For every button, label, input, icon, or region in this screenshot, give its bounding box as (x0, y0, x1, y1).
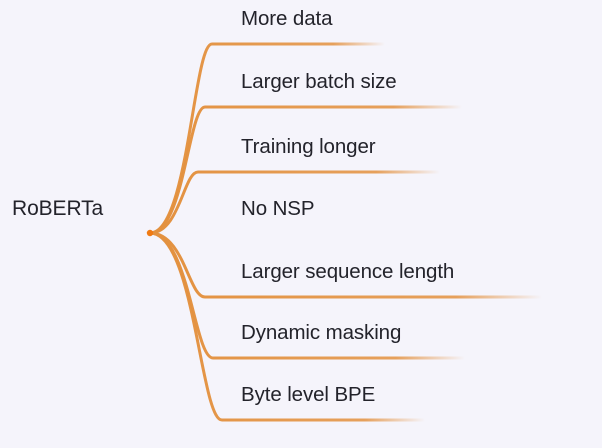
edge-to-byte-level-bpe (148, 231, 427, 422)
branch-node-training-longer[interactable]: Training longer (241, 135, 376, 158)
branch-node-byte-level-bpe[interactable]: Byte level BPE (241, 383, 376, 406)
branch-node-larger-sequence-length[interactable]: Larger sequence length (241, 260, 455, 283)
branch-node-more-data[interactable]: More data (241, 7, 333, 30)
branch-node-no-nsp[interactable]: No NSP (241, 197, 315, 220)
root-node-roberta[interactable]: RoBERTa (12, 197, 104, 220)
edge-to-training-longer (148, 170, 442, 235)
branch-node-dynamic-masking[interactable]: Dynamic masking (241, 321, 402, 344)
branch-node-larger-batch-size[interactable]: Larger batch size (241, 70, 397, 93)
edge-to-larger-batch-size (148, 105, 464, 235)
root-convergence-point (146, 229, 154, 237)
